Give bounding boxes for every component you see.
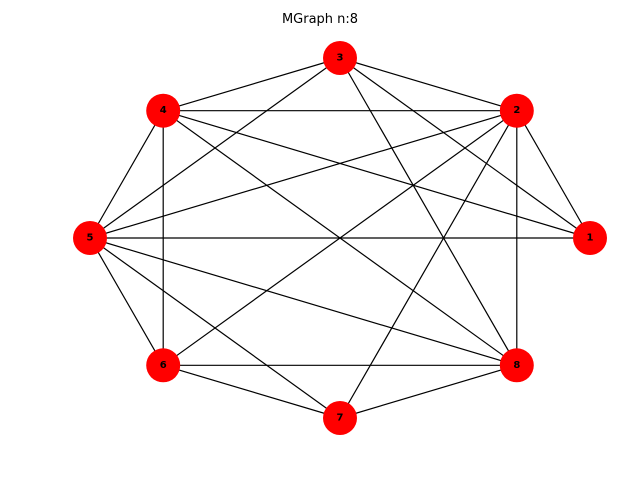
edge-7-8 [339,364,517,419]
node-label: 6 [160,360,167,371]
node-circle [73,221,107,255]
node-label: 2 [513,105,520,116]
edge-2-7 [339,110,518,419]
edge-4-5 [89,110,164,239]
node-circle [323,41,357,75]
node-circle [323,401,357,435]
edges-layer [89,57,591,419]
edge-5-8 [89,237,517,366]
edge-3-8 [339,57,518,366]
edge-1-4 [163,110,591,239]
node-circle [573,221,607,255]
edge-5-6 [89,237,164,366]
node-7: 7 [323,401,357,435]
edge-2-3 [339,57,517,112]
node-label: 4 [160,105,167,116]
node-1: 1 [573,221,607,255]
node-6: 6 [146,348,181,383]
node-circle [499,348,534,383]
node-label: 5 [87,233,94,244]
edge-1-2 [516,110,591,239]
node-2: 2 [499,93,534,128]
node-circle [146,93,181,128]
node-3: 3 [323,41,357,75]
node-circle [146,348,181,383]
node-circle [499,93,534,128]
node-label: 1 [587,233,594,244]
graph-title: MGraph n:8 [281,12,359,27]
node-label: 8 [513,360,520,371]
edge-6-7 [163,364,341,419]
node-label: 7 [337,413,344,424]
edge-5-7 [89,237,341,419]
edge-2-5 [89,110,517,239]
node-5: 5 [73,221,107,255]
edge-4-8 [162,110,518,366]
edge-3-4 [163,57,341,112]
node-4: 4 [146,93,181,128]
nodes-layer: 1 2 3 4 5 6 7 8 [73,41,607,435]
node-8: 8 [499,348,534,383]
node-label: 3 [337,53,344,64]
